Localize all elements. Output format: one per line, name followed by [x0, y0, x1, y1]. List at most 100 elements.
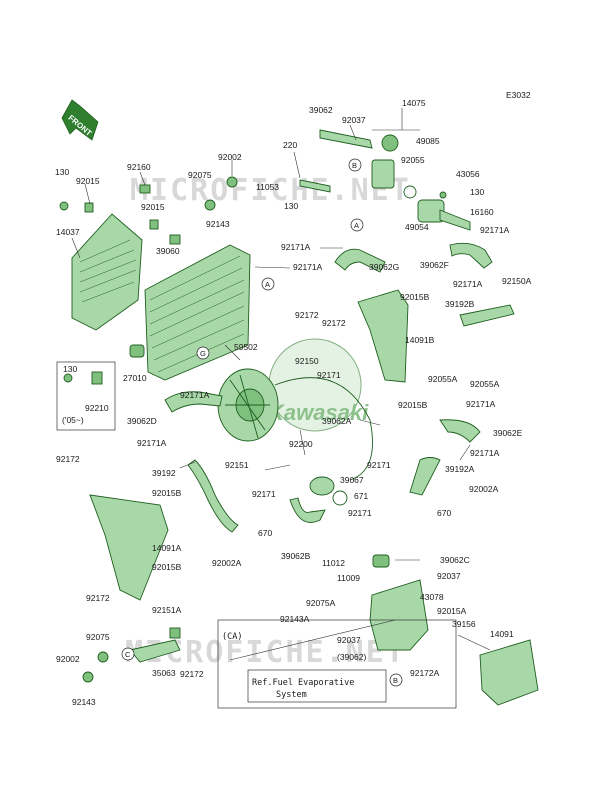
label-39192: 39192	[152, 468, 176, 478]
label-92015-tl: 92015	[76, 176, 100, 186]
label-92055: 92055	[401, 155, 425, 165]
bolt-130-top	[59, 201, 69, 211]
label-14091: 14091	[490, 629, 514, 639]
label-92150A: 92150A	[502, 276, 532, 286]
hose-39062E	[439, 419, 481, 443]
label-92015B-l2: 92015B	[152, 562, 182, 572]
radiator-screen	[71, 213, 143, 331]
kawasaki-logo: Kawasaki	[268, 338, 369, 432]
clip-92160	[139, 184, 151, 194]
label-14091A: 14091A	[152, 543, 182, 553]
label-92151A: 92151A	[152, 605, 182, 615]
watermark-top: MICROFICHE.NET	[130, 173, 411, 208]
callout-A-upper: A	[261, 277, 275, 291]
svg-text:A: A	[265, 280, 270, 289]
label-35063: 35063	[152, 668, 176, 678]
cover-14091A	[89, 494, 169, 601]
diagram-code: E3032	[506, 90, 531, 100]
hose-39062B	[289, 497, 326, 523]
label-92037-b2: 92037	[337, 635, 361, 645]
label-92151: 92151	[225, 460, 249, 470]
label-92002-top: 92002	[218, 152, 242, 162]
label-92171-c2: 92171	[252, 489, 276, 499]
label-39062A: 39062A	[322, 416, 352, 426]
label-49085: 49085	[416, 136, 440, 146]
hose-39062F	[449, 242, 493, 269]
radiator-grommet	[129, 344, 145, 358]
ca-label: (CA)	[222, 632, 242, 642]
label-92055A-2: 92055A	[470, 379, 500, 389]
label-92015-mid: 92015	[141, 202, 165, 212]
label-14091B: 14091B	[405, 335, 435, 345]
label-11053: 11053	[256, 182, 279, 192]
collar-92143-low	[82, 671, 94, 683]
label-92171A-l: 92171A	[180, 390, 210, 400]
clip-92015-top	[84, 202, 94, 213]
collar-92075-low	[97, 651, 109, 663]
label-130-r: 130	[470, 187, 484, 197]
label-92037-b: 92037	[437, 571, 461, 581]
label-39192A: 39192A	[445, 464, 475, 474]
callout-A-lower: A	[350, 218, 364, 232]
label-92171-c3: 92171	[348, 508, 372, 518]
label-92172-l: 92172	[56, 454, 80, 464]
o-ring-671	[332, 490, 348, 506]
clip-92015-mid	[149, 219, 159, 230]
label-92171A-r1: 92171A	[480, 225, 510, 235]
pump-39067	[309, 476, 335, 496]
label-39062G: 39062G	[369, 262, 399, 272]
label-92160: 92160	[127, 162, 151, 172]
label-92143-l: 92143	[72, 697, 96, 707]
label-92210: 92210	[85, 403, 109, 413]
year-note-box: ('05~)	[56, 361, 116, 431]
label-39062-paren: (39062)	[337, 652, 366, 662]
cover-14091B	[357, 289, 409, 383]
cover-14091	[479, 639, 539, 706]
label-92002A-r: 92002A	[469, 484, 499, 494]
label-39192B: 39192B	[445, 299, 475, 309]
label-11009: 11009	[337, 573, 360, 583]
label-92143-top: 92143	[206, 219, 230, 229]
label-92171: 92171	[317, 370, 341, 380]
label-49054: 49054	[405, 222, 429, 232]
label-92075-l: 92075	[86, 632, 110, 642]
label-92002-l: 92002	[56, 654, 80, 664]
label-16160: 16160	[470, 207, 494, 217]
label-671: 671	[354, 491, 368, 501]
evap-line2: System	[276, 690, 307, 700]
label-39062D: 39062D	[127, 416, 157, 426]
bolt-92002	[226, 176, 238, 188]
fan-motor	[217, 368, 373, 481]
hose-39192	[187, 459, 239, 533]
label-92171A-l2: 92171A	[137, 438, 167, 448]
collar-92075	[204, 199, 216, 211]
part-labels: 14075 39062 92037 49085 220 92002 92055 …	[55, 98, 532, 707]
svg-text:C: C	[125, 650, 131, 659]
label-92172-mid: 92172	[295, 310, 319, 320]
label-92171A-r4: 92171A	[470, 448, 500, 458]
svg-text:B: B	[393, 676, 398, 685]
label-92171A-c2: 92171A	[293, 262, 323, 272]
thermostat-housing	[299, 129, 471, 231]
radiator-core	[144, 244, 251, 381]
label-39156: 39156	[452, 619, 476, 629]
bolt-130-low	[63, 373, 73, 383]
label-92015B-r2: 92015B	[398, 400, 428, 410]
label-39062F: 39062F	[420, 260, 449, 270]
clip-92151A	[169, 627, 181, 639]
year-note: ('05~)	[62, 415, 84, 425]
leader-lines	[71, 108, 491, 661]
radiator-bracket	[169, 234, 181, 245]
label-92075-top: 92075	[188, 170, 212, 180]
label-39062E: 39062E	[493, 428, 523, 438]
label-130-tl: 130	[55, 167, 69, 177]
label-27010: 27010	[123, 373, 147, 383]
clip-92210	[91, 371, 103, 385]
label-92143A: 92143A	[280, 614, 310, 624]
kawasaki-logo-text: Kawasaki	[268, 400, 369, 425]
hose-39062G	[334, 248, 386, 273]
label-92015B-r: 92015B	[400, 292, 430, 302]
label-43056: 43056	[456, 169, 480, 179]
bracket-35063	[129, 639, 181, 663]
